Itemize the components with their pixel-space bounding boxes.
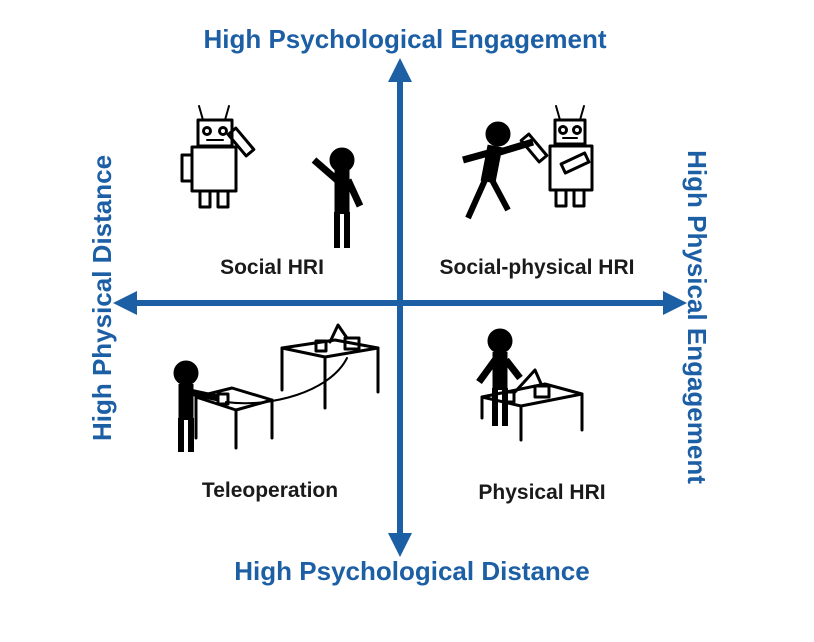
robot-high-five-icon <box>519 105 594 208</box>
person-waving-icon <box>311 147 364 248</box>
axis-label-left: High Physical Distance <box>87 155 117 441</box>
quadrant-label-social-physical-hri: Social-physical HRI <box>440 256 635 279</box>
person-at-table-icon <box>476 328 523 426</box>
table-with-robot-arm-icon <box>480 368 584 442</box>
operator-person-icon <box>173 360 219 452</box>
robot-icon <box>180 105 256 209</box>
local-table-with-controller-icon <box>194 386 274 450</box>
quadrant-label-physical-hri: Physical HRI <box>478 481 605 504</box>
remote-table-with-robot-arm-icon <box>280 323 380 410</box>
axes <box>113 58 687 557</box>
social-physical-hri-illustration <box>462 105 594 220</box>
quadrant-label-teleoperation: Teleoperation <box>202 479 338 502</box>
axis-label-bottom: High Psychological Distance <box>234 556 589 586</box>
quadrant-label-social-hri: Social HRI <box>220 256 324 279</box>
axis-label-right: High Physical Engagement <box>682 150 712 484</box>
connection-cable <box>225 357 348 405</box>
person-high-five-icon <box>462 121 535 220</box>
axis-label-top: High Psychological Engagement <box>203 24 606 54</box>
social-hri-illustration <box>180 105 364 248</box>
teleoperation-illustration <box>173 323 380 452</box>
physical-hri-illustration <box>476 328 584 442</box>
